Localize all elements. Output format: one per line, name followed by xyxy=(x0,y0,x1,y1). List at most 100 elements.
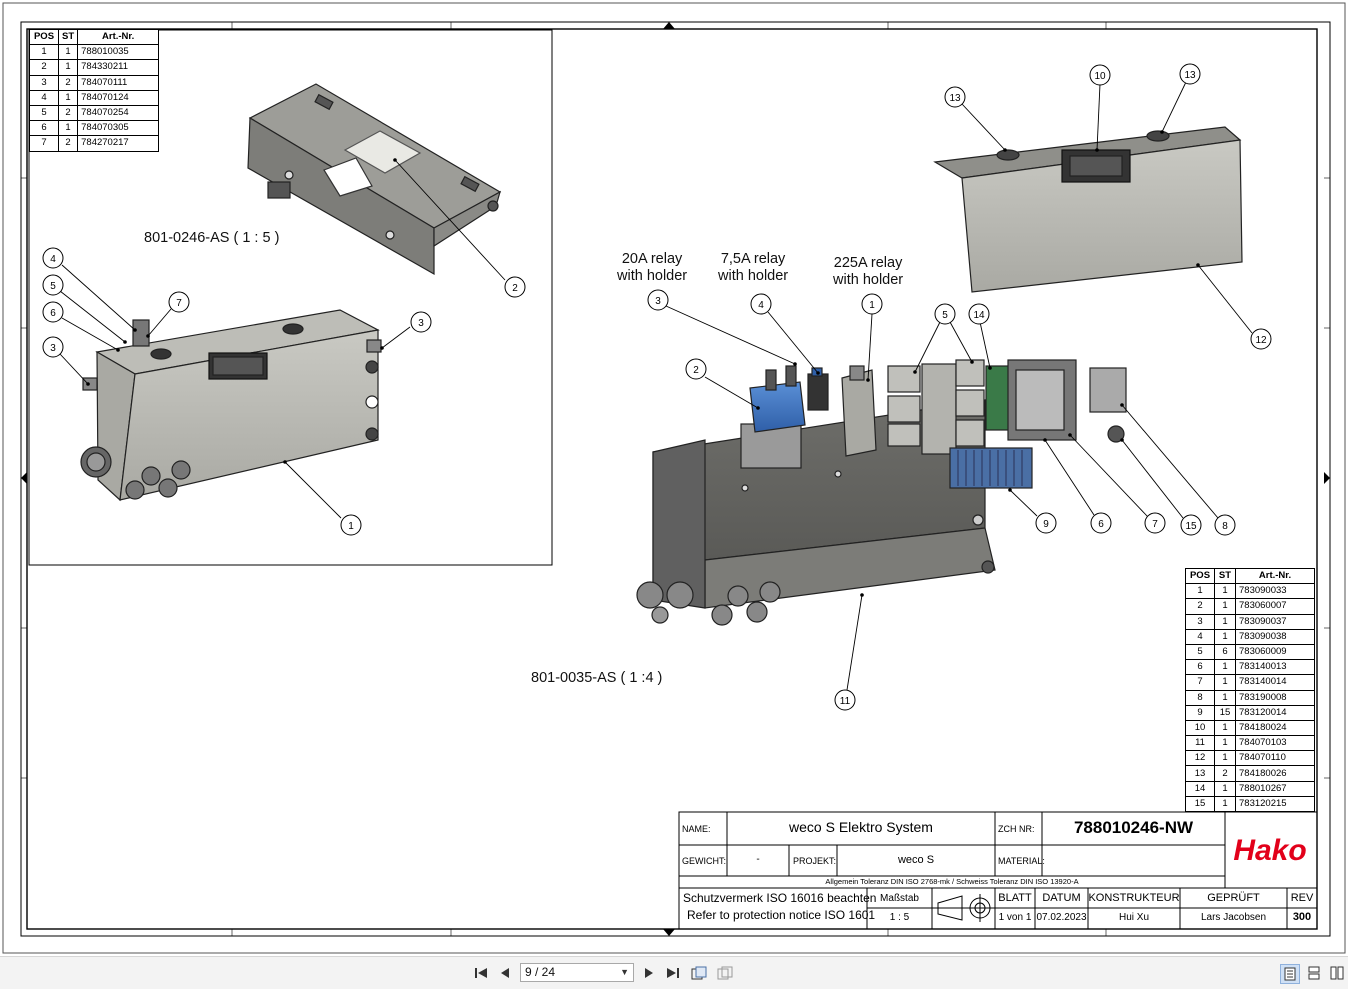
svg-text:14: 14 xyxy=(973,310,985,321)
svg-text:3: 3 xyxy=(50,343,56,354)
leader-lines xyxy=(59,81,1253,691)
title-block-grid xyxy=(678,811,1318,930)
balloon: 13 xyxy=(1179,63,1201,85)
main-assembly xyxy=(636,359,1127,626)
assembled-box-view xyxy=(80,309,382,502)
col-art: Art.-Nr. xyxy=(77,28,160,46)
next-page-icon[interactable] xyxy=(640,964,658,982)
col-pos: POS xyxy=(29,28,59,46)
svg-text:9: 9 xyxy=(1043,519,1049,530)
tolerance-note: Allgemein Toleranz DIN ISO 2768-mk / Sch… xyxy=(825,877,1079,886)
balloon: 4 xyxy=(42,247,64,269)
designer-label: KONSTRUKTEUR xyxy=(1088,892,1180,904)
name-label: NAME: xyxy=(682,824,711,834)
balloon: 15 xyxy=(1180,514,1202,536)
project-label: PROJEKT: xyxy=(793,856,837,866)
prev-page-icon[interactable] xyxy=(496,964,514,982)
svg-text:3: 3 xyxy=(418,318,424,329)
weight-label: GEWICHT: xyxy=(682,856,726,866)
svg-text:Hako: Hako xyxy=(1233,834,1306,867)
drawing-name: weco S Elektro System xyxy=(789,819,933,835)
svg-text:4: 4 xyxy=(758,300,764,311)
main-view-label: 801-0035-AS ( 1 :4 ) xyxy=(531,670,663,686)
svg-text:1: 1 xyxy=(869,300,875,311)
page-number-input[interactable]: 9 / 24 ▼ xyxy=(520,963,634,982)
col-st: ST xyxy=(1214,567,1236,585)
balloon: 7 xyxy=(1144,512,1166,534)
fit-width-icon[interactable] xyxy=(690,964,708,982)
balloon: 2 xyxy=(685,358,707,380)
viewer-toolbar: 9 / 24 ▼ xyxy=(0,956,1348,989)
scale-label: Maßstab xyxy=(880,893,919,904)
designer-value: Hui Xu xyxy=(1118,912,1149,923)
fit-page-icon[interactable] xyxy=(716,964,734,982)
checked-label: GEPRÜFT xyxy=(1207,892,1260,904)
table-header-row: POS ST Art.-Nr. xyxy=(29,28,160,46)
balloon: 3 xyxy=(410,311,432,333)
table-header-row: POS ST Art.-Nr. xyxy=(1185,567,1315,585)
first-page-icon[interactable] xyxy=(472,964,490,982)
svg-text:2: 2 xyxy=(512,283,518,294)
zch-label: ZCH NR: xyxy=(998,824,1035,834)
sheet-label: BLATT xyxy=(998,892,1032,904)
protection-note-en: Refer to protection notice ISO 1601 xyxy=(687,908,876,922)
svg-text:4: 4 xyxy=(50,254,56,265)
balloon: 7 xyxy=(168,291,190,313)
cover-view-label: 801-0246-AS ( 1 : 5 ) xyxy=(144,230,280,246)
single-page-icon[interactable] xyxy=(1280,964,1300,984)
svg-text:12: 12 xyxy=(1255,335,1267,346)
svg-text:2: 2 xyxy=(693,365,699,376)
balloon: 3 xyxy=(42,336,64,358)
rev-label: REV xyxy=(1290,892,1314,904)
balloons-right: 3 4 1 5 14 2 13 10 13 12 9 6 7 15 8 11 xyxy=(647,63,1272,711)
balloon: 5 xyxy=(42,274,64,296)
svg-text:5: 5 xyxy=(50,281,56,292)
scroll-page-icon[interactable] xyxy=(1305,964,1323,982)
sheet-value: 1 von 1 xyxy=(998,912,1032,923)
hako-logo: Hako xyxy=(1233,834,1306,867)
date-value: 07.02.2023 xyxy=(1036,912,1087,923)
svg-text:13: 13 xyxy=(949,93,961,104)
material-label: MATERIAL: xyxy=(998,856,1045,866)
two-page-icon[interactable] xyxy=(1328,964,1346,982)
balloon: 5 xyxy=(934,303,956,325)
balloon: 4 xyxy=(750,293,772,315)
leader-arrows xyxy=(86,130,1200,597)
balloon: 6 xyxy=(1090,512,1112,534)
svg-text:15: 15 xyxy=(1185,521,1197,532)
balloon: 3 xyxy=(647,289,669,311)
svg-text:6: 6 xyxy=(1098,519,1104,530)
svg-text:7: 7 xyxy=(1152,519,1158,530)
scale-value: 1 : 5 xyxy=(889,912,910,923)
balloon: 12 xyxy=(1250,328,1272,350)
balloons-left: 4 5 6 3 7 3 2 1 xyxy=(42,247,526,536)
last-page-icon[interactable] xyxy=(664,964,682,982)
balloon: 1 xyxy=(861,293,883,315)
col-st: ST xyxy=(57,28,79,46)
svg-text:7: 7 xyxy=(176,298,182,309)
svg-text:6: 6 xyxy=(50,308,56,319)
balloon: 9 xyxy=(1035,512,1057,534)
col-pos: POS xyxy=(1185,567,1215,585)
balloon: 11 xyxy=(834,689,856,711)
balloon: 8 xyxy=(1214,514,1236,536)
svg-text:11: 11 xyxy=(840,696,851,707)
